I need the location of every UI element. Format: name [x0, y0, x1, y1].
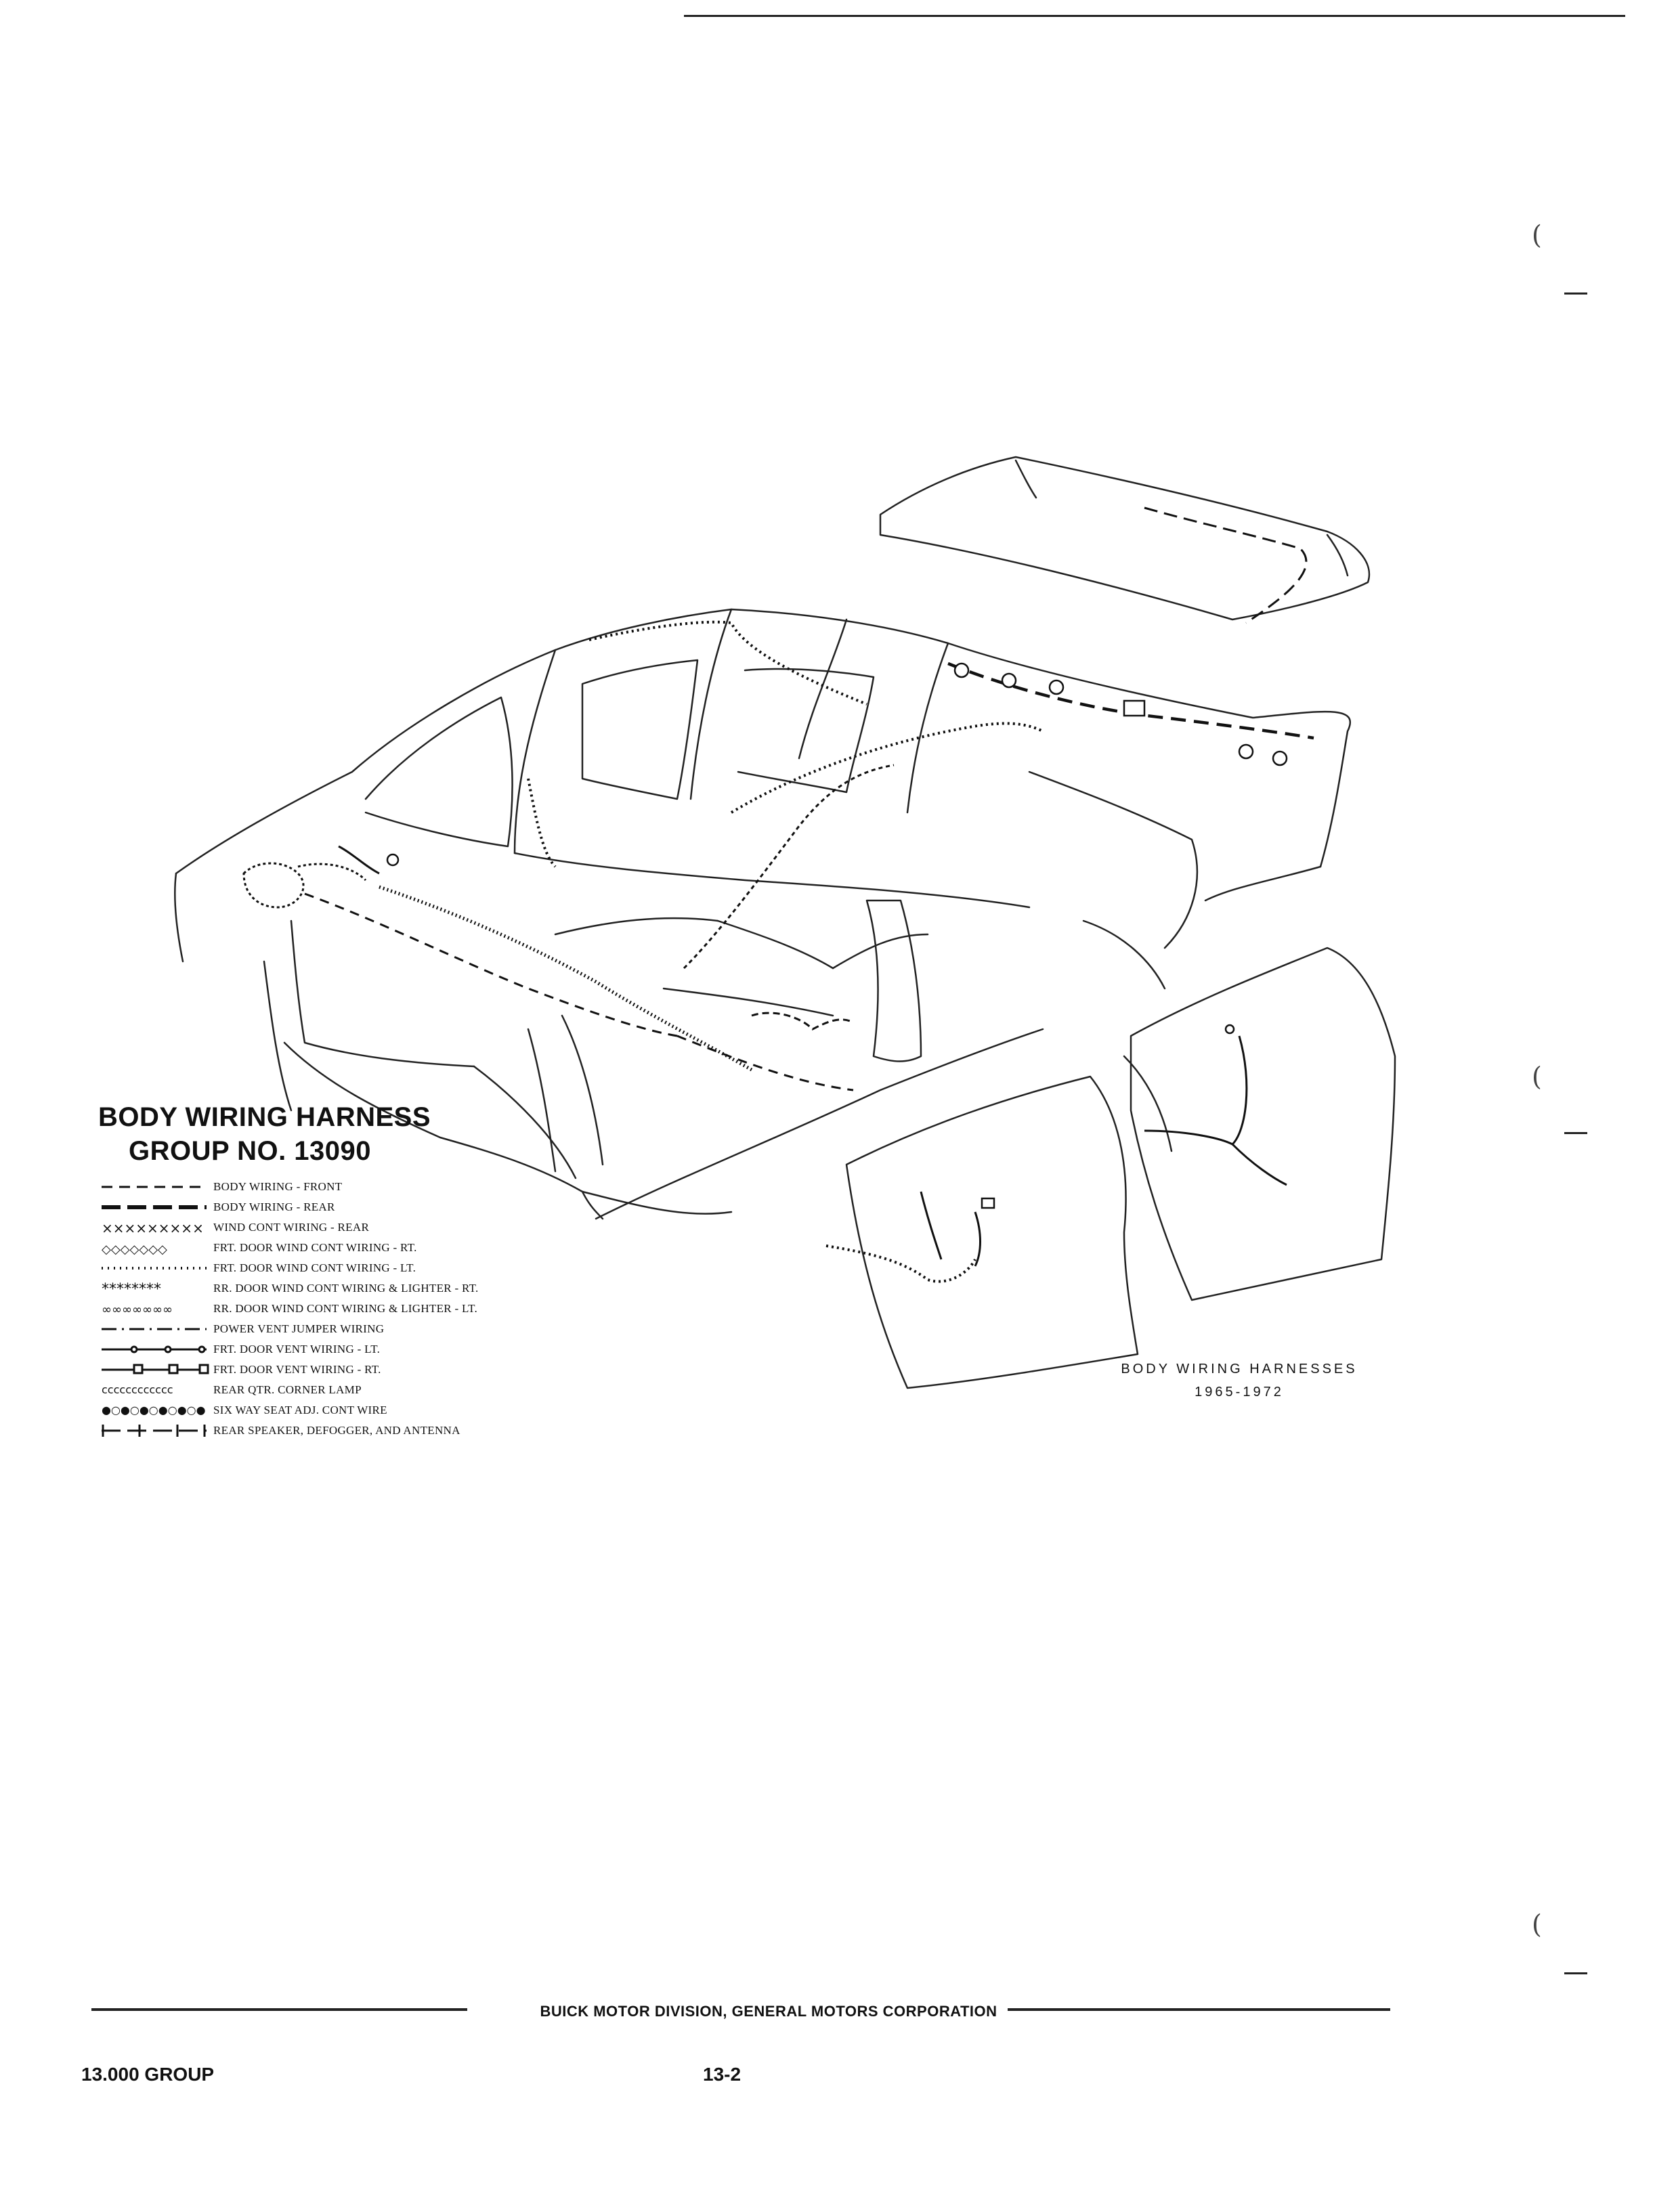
- figure-caption: BODY WIRING HARNESSES 1965-1972: [1097, 1358, 1381, 1404]
- legend-item: POWER VENT JUMPER WIRING: [102, 1319, 576, 1339]
- footer-rule-left: [91, 2008, 467, 2011]
- top-rule: [684, 15, 1625, 17]
- footer-rule-right: [1008, 2008, 1390, 2011]
- svg-text:********: ********: [102, 1281, 161, 1298]
- legend-title-line1: BODY WIRING HARNESS: [98, 1102, 431, 1132]
- legend-item-label: FRT. DOOR WIND CONT WIRING - LT.: [213, 1261, 416, 1274]
- legend-item-label: SIX WAY SEAT ADJ. CONT WIRE: [213, 1404, 387, 1416]
- rear-door-panel: [1123, 947, 1396, 1301]
- svg-text:cccccccccccc: cccccccccccc: [102, 1383, 173, 1396]
- svg-text:●○●○●○●○●○●: ●○●○●○●○●○●: [102, 1404, 206, 1416]
- legend-title: BODY WIRING HARNESS GROUP NO. 13090: [98, 1100, 431, 1168]
- margin-dash-top: [1564, 292, 1587, 295]
- legend-item-label: FRT. DOOR WIND CONT WIRING - RT.: [213, 1241, 417, 1254]
- legend-title-line2: GROUP NO. 13090: [129, 1136, 372, 1166]
- legend-item: BODY WIRING - FRONT: [102, 1177, 576, 1197]
- legend-item: REAR SPEAKER, DEFOGGER, AND ANTENNA: [102, 1421, 576, 1441]
- legend-item-label: BODY WIRING - REAR: [213, 1200, 335, 1213]
- legend-item-label: RR. DOOR WIND CONT WIRING & LIGHTER - RT…: [213, 1282, 479, 1295]
- page-number: 13-2: [703, 2064, 742, 2085]
- legend-item-label: REAR QTR. CORNER LAMP: [213, 1383, 362, 1396]
- legend-item-label: POWER VENT JUMPER WIRING: [213, 1322, 385, 1335]
- front-door-panel: [845, 1075, 1139, 1389]
- legend-item: REAR QTR. CORNER LAMP: [102, 1380, 576, 1400]
- footer-publisher: BUICK MOTOR DIVISION, GENERAL MOTORS COR…: [540, 2003, 997, 2020]
- legend-item: RR. DOOR WIND CONT WIRING & LIGHTER - RT…: [102, 1278, 576, 1299]
- margin-mark-middle: (: [1532, 1062, 1542, 1091]
- margin-dash-bottom: [1564, 1972, 1587, 1974]
- margin-dash-middle: [1564, 1132, 1587, 1134]
- caption-years: 1965-1972: [1195, 1385, 1284, 1400]
- legend-item: FRT. DOOR WIND CONT WIRING - LT.: [102, 1258, 576, 1278]
- legend-item-label: FRT. DOOR VENT WIRING - LT.: [213, 1343, 381, 1356]
- caption-title: BODY WIRING HARNESSES: [1121, 1362, 1358, 1376]
- legend-item-label: FRT. DOOR VENT WIRING - RT.: [213, 1363, 381, 1376]
- legend-item: FRT. DOOR VENT WIRING - RT.: [102, 1360, 576, 1380]
- legend-item-label: BODY WIRING - FRONT: [213, 1180, 343, 1193]
- legend-item-label: RR. DOOR WIND CONT WIRING & LIGHTER - LT…: [213, 1302, 478, 1315]
- legend-item: SIX WAY SEAT ADJ. CONT WIRE: [102, 1400, 576, 1421]
- margin-mark-bottom: (: [1532, 1909, 1542, 1939]
- svg-text:×××××××××: ×××××××××: [102, 1220, 204, 1236]
- car-body-shell: [174, 608, 1352, 1220]
- legend-item: FRT. DOOR WIND CONT WIRING - RT.: [102, 1238, 576, 1258]
- legend-item: WIND CONT WIRING - REAR: [102, 1217, 576, 1238]
- trunk-lid: [879, 456, 1371, 621]
- legend-list: BODY WIRING - FRONT BODY WIRING - REAR W…: [102, 1177, 576, 1441]
- margin-mark-top: (: [1532, 220, 1542, 250]
- legend-item-label: REAR SPEAKER, DEFOGGER, AND ANTENNA: [213, 1424, 460, 1437]
- svg-text:◇◇◇◇◇◇◇: ◇◇◇◇◇◇◇: [102, 1242, 167, 1257]
- legend-item-label: WIND CONT WIRING - REAR: [213, 1221, 370, 1234]
- footer-group: 13.000 GROUP: [81, 2064, 215, 2085]
- legend-item: FRT. DOOR VENT WIRING - LT.: [102, 1339, 576, 1360]
- legend-symbols: ××××××××× ◇◇◇◇◇◇◇ ******** ∞∞∞∞∞∞∞ ccccc…: [102, 1186, 209, 1437]
- svg-text:∞∞∞∞∞∞∞: ∞∞∞∞∞∞∞: [102, 1303, 173, 1317]
- legend-item: RR. DOOR WIND CONT WIRING & LIGHTER - LT…: [102, 1299, 576, 1319]
- legend-item: BODY WIRING - REAR: [102, 1197, 576, 1217]
